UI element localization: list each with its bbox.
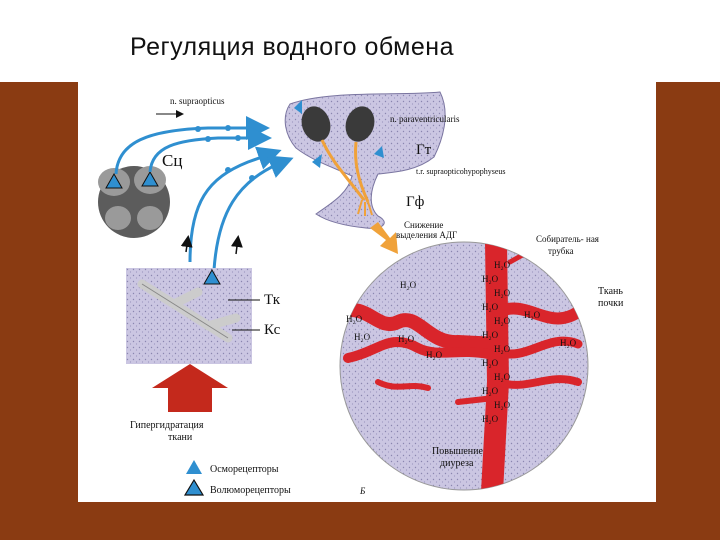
nerve-nodes <box>195 125 255 181</box>
label-collecting-1: Собиратель- <box>536 234 584 244</box>
water-label-14: H₂O <box>346 314 363 324</box>
water-label-9: H₂O <box>494 372 511 382</box>
kidney-tissue-view: H₂O H₂O H₂O H₂O H₂O H₂O H₂O H₂O H₂O H₂O … <box>339 241 589 491</box>
label-adh-2: выделения АДГ <box>396 230 457 240</box>
water-label-3: H₂O <box>494 288 511 298</box>
water-label-8: H₂O <box>482 358 499 368</box>
legend-volumo-label: Волюморецепторы <box>210 485 291 496</box>
supraoptic-nucleus <box>301 106 331 142</box>
label-diuresis-2: диуреза <box>440 458 474 469</box>
legend-osmo-label: Осморецепторы <box>210 464 279 475</box>
label-sc: Сц <box>162 151 182 170</box>
slide-title: Регуляция водного обмена <box>130 33 454 61</box>
water-label-16: H₂O <box>398 334 415 344</box>
water-label-7: H₂O <box>494 344 511 354</box>
label-collecting-3: трубка <box>548 246 574 256</box>
receptor-triangle-3 <box>374 146 384 158</box>
label-hyper-1: Гипергидратация <box>130 420 204 431</box>
water-regulation-diagram: H₂O H₂O H₂O H₂O H₂O H₂O H₂O H₂O H₂O H₂O … <box>98 91 624 496</box>
label-gt: Гт <box>416 142 432 158</box>
label-hyper-2: ткани <box>168 432 193 443</box>
water-label-13: H₂O <box>400 280 417 290</box>
water-label-18: H₂O <box>524 310 541 320</box>
label-tissue-1: Ткань <box>598 286 623 297</box>
water-label-6: H₂O <box>482 330 499 340</box>
label-tk: Тк <box>264 292 281 308</box>
water-label-11: H₂O <box>494 400 511 410</box>
label-gf: Гф <box>406 194 425 210</box>
label-ks: Кс <box>264 322 281 338</box>
water-label-10: H₂O <box>482 386 499 396</box>
label-paraventricularis: n. paraventricularis <box>390 114 460 124</box>
water-label-2: H₂O <box>482 274 499 284</box>
volumoreceptor-heart-1 <box>105 172 123 189</box>
heart-atria <box>98 166 170 238</box>
water-label-15: H₂O <box>354 332 371 342</box>
up-arrow-1 <box>180 235 193 253</box>
label-tract: t.r. supraopticohypophyseus <box>416 167 506 176</box>
water-label-17: H₂O <box>426 350 443 360</box>
label-diuresis-1: Повышение <box>432 446 484 457</box>
water-label-12: H₂O <box>482 414 499 424</box>
paraventricular-nucleus <box>345 106 375 142</box>
water-label-19: H₂O <box>560 338 577 348</box>
title-band <box>0 0 720 82</box>
diagram-panel: H₂O H₂O H₂O H₂O H₂O H₂O H₂O H₂O H₂O H₂O … <box>78 82 656 502</box>
water-label-5: H₂O <box>494 316 511 326</box>
water-label-1: H₂O <box>494 260 511 270</box>
receptor-triangle-2 <box>312 154 322 168</box>
hypophyseal-tract-3 <box>357 199 373 216</box>
hypophyseal-tract <box>320 139 366 201</box>
label-tissue-2: почки <box>598 298 624 309</box>
label-supraopticus: n. supraopticus <box>170 96 225 106</box>
label-adh-1: Снижение <box>404 220 443 230</box>
capillary-outline <box>141 283 229 339</box>
hyperhydration-arrow <box>152 364 228 412</box>
adh-arrow <box>370 222 398 254</box>
volumoreceptor-heart-2 <box>141 170 159 187</box>
figure-letter: Б <box>359 486 366 496</box>
label-collecting-2: ная <box>586 234 599 244</box>
legend: Осморецепторы Волюморецепторы Б <box>183 460 366 496</box>
hypophyseal-tract-2 <box>354 141 370 203</box>
legend-volumoreceptor-icon <box>183 478 205 496</box>
up-arrow-2 <box>230 235 243 255</box>
legend-osmoreceptor-icon <box>186 460 202 474</box>
water-label-4: H₂O <box>482 302 499 312</box>
receptor-triangle-1 <box>294 100 302 114</box>
osmoreceptor-tissue <box>203 268 221 285</box>
